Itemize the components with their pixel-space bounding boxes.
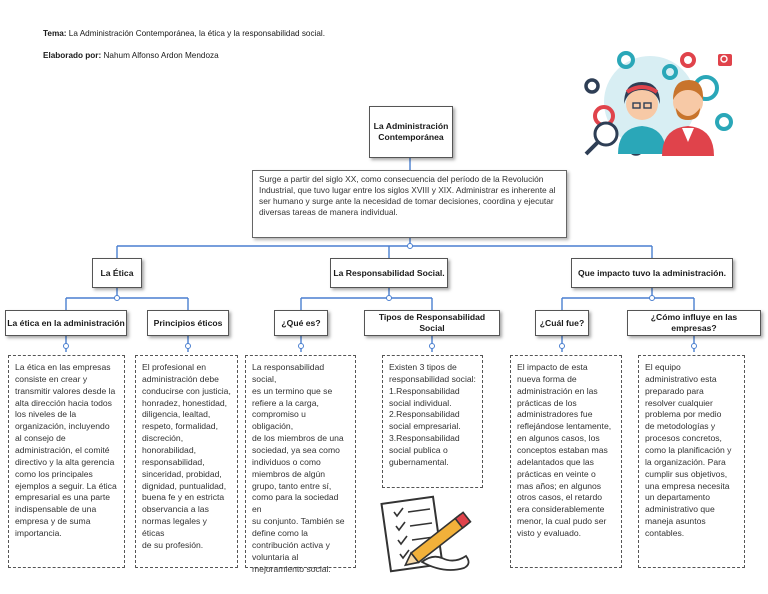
tema-value: La Administración Contemporánea, la étic… bbox=[68, 29, 326, 38]
text-principios: El profesional en administración debe co… bbox=[135, 355, 238, 568]
autor-line: Elaborado por: Nahum Alfonso Ardon Mendo… bbox=[43, 51, 219, 60]
connector-dot bbox=[649, 295, 655, 301]
autor-value: Nahum Alfonso Ardon Mendoza bbox=[103, 51, 219, 60]
tema-line: Tema: La Administración Contemporánea, l… bbox=[43, 29, 325, 38]
root-title-line2: Contemporánea bbox=[378, 132, 444, 142]
connector-dot bbox=[63, 343, 69, 349]
connector-dot bbox=[114, 295, 120, 301]
connector-dot bbox=[386, 295, 392, 301]
text-que-es: La responsabilidad social, es un termino… bbox=[245, 355, 356, 574]
subtopic-cual-fue: ¿Cuál fue? bbox=[535, 310, 589, 336]
checklist-pencil-icon bbox=[380, 495, 472, 573]
text-etica-admin: La ética en las empresas consiste en cre… bbox=[8, 355, 125, 568]
root-node: La Administración Contemporánea bbox=[369, 106, 453, 158]
subtopic-tipos: Tipos de Responsabilidad Social bbox=[364, 310, 500, 336]
business-people-gears-icon bbox=[584, 51, 733, 156]
root-description: Surge a partir del siglo XX, como consec… bbox=[252, 170, 567, 238]
connector-dot bbox=[429, 343, 435, 349]
subtopic-como-influye: ¿Cómo influye en las empresas? bbox=[627, 310, 761, 336]
tema-label: Tema: bbox=[43, 29, 67, 38]
text-tipos: Existen 3 tipos de responsabilidad socia… bbox=[382, 355, 483, 488]
branch-impacto: Que impacto tuvo la administración. bbox=[571, 258, 733, 288]
subtopic-etica-admin: La ética en la administración bbox=[5, 310, 127, 336]
connector-dot bbox=[185, 343, 191, 349]
connector-dot bbox=[691, 343, 697, 349]
autor-label: Elaborado por: bbox=[43, 51, 102, 60]
subtopic-que-es: ¿Qué es? bbox=[274, 310, 328, 336]
connector-dot bbox=[559, 343, 565, 349]
connector-dot bbox=[407, 243, 413, 249]
subtopic-principios: Principios éticos bbox=[147, 310, 229, 336]
text-cual-fue: El impacto de esta nueva forma de admini… bbox=[510, 355, 622, 568]
text-como-influye: El equipo administrativo esta preparado … bbox=[638, 355, 745, 568]
connector-dot bbox=[298, 343, 304, 349]
branch-etica: La Ética bbox=[92, 258, 142, 288]
branch-responsabilidad: La Responsabilidad Social. bbox=[330, 258, 448, 288]
root-title-line1: La Administración bbox=[373, 121, 449, 132]
